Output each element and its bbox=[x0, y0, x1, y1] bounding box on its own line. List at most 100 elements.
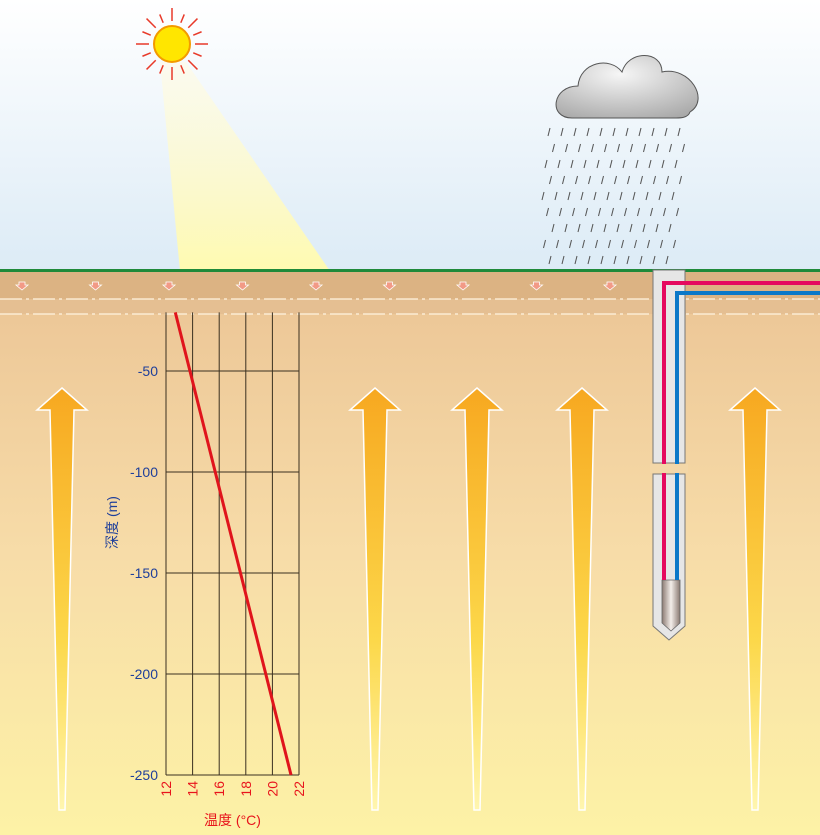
raindrop bbox=[621, 239, 624, 249]
x-axis-label: 温度 (°C) bbox=[204, 812, 261, 828]
y-tick-label: -200 bbox=[130, 666, 158, 682]
raindrop bbox=[638, 127, 642, 137]
y-tick-label: -100 bbox=[130, 464, 158, 480]
raindrop bbox=[643, 143, 646, 153]
raindrop bbox=[651, 127, 655, 137]
heat-up-arrow-icon bbox=[728, 387, 782, 811]
down-arrow-icon bbox=[308, 281, 324, 291]
raindrop bbox=[661, 159, 665, 169]
borehole bbox=[650, 269, 820, 641]
raindrop bbox=[552, 143, 555, 153]
raindrop bbox=[573, 127, 577, 137]
sun-icon bbox=[136, 8, 208, 80]
raindrop bbox=[613, 255, 617, 265]
raindrop bbox=[577, 223, 581, 233]
raindrop bbox=[635, 159, 639, 169]
down-arrow-icon bbox=[529, 281, 544, 291]
raindrop bbox=[583, 159, 587, 169]
raindrop bbox=[544, 159, 548, 169]
raindrop bbox=[677, 127, 681, 137]
y-axis-label: 深度 (m) bbox=[104, 496, 120, 549]
raindrop bbox=[546, 207, 549, 217]
raindrop bbox=[561, 255, 565, 265]
x-tick-label: 18 bbox=[238, 781, 254, 797]
raindrop bbox=[617, 143, 620, 153]
raindrop bbox=[674, 159, 678, 169]
raindrop bbox=[560, 127, 564, 137]
sunlight-beam bbox=[160, 62, 330, 271]
raindrop bbox=[664, 127, 668, 137]
raindrop bbox=[595, 239, 598, 249]
raindrop bbox=[655, 223, 659, 233]
raindrop bbox=[575, 175, 578, 185]
raindrop bbox=[624, 207, 627, 217]
raindrop bbox=[564, 223, 568, 233]
x-tick-label: 22 bbox=[291, 781, 307, 797]
raindrop bbox=[608, 239, 611, 249]
sun-ray bbox=[187, 18, 198, 29]
raindrop bbox=[614, 175, 617, 185]
raindrop bbox=[603, 223, 607, 233]
raindrop bbox=[585, 207, 588, 217]
raindrop bbox=[547, 127, 551, 137]
raindrop bbox=[593, 191, 597, 201]
raindrop bbox=[598, 207, 601, 217]
raindrop bbox=[562, 175, 565, 185]
raindrop bbox=[551, 223, 555, 233]
cold-pipe bbox=[675, 291, 820, 580]
raindrop bbox=[625, 127, 629, 137]
sun-ray bbox=[159, 14, 164, 24]
raindrop bbox=[627, 175, 630, 185]
down-arrow-icon bbox=[602, 281, 618, 291]
raindrop bbox=[559, 207, 562, 217]
heat-up-arrow-icon bbox=[555, 387, 609, 811]
sun-ray bbox=[159, 64, 164, 74]
sun-ray bbox=[142, 52, 152, 57]
raindrop bbox=[599, 127, 603, 137]
rain-icon bbox=[541, 127, 685, 265]
geothermal-heat-arrows bbox=[35, 387, 782, 811]
raindrop bbox=[556, 239, 559, 249]
raindrop bbox=[642, 223, 646, 233]
raindrop bbox=[569, 239, 572, 249]
raindrop bbox=[634, 239, 637, 249]
raindrop bbox=[606, 191, 610, 201]
raindrop bbox=[637, 207, 640, 217]
down-arrow-icon bbox=[235, 281, 250, 291]
heat-up-arrow-icon bbox=[450, 387, 504, 811]
raindrop bbox=[612, 127, 616, 137]
raindrop bbox=[582, 239, 585, 249]
down-arrow-icon bbox=[161, 281, 177, 291]
raindrop bbox=[656, 143, 659, 153]
raindrop bbox=[658, 191, 662, 201]
soil-band bbox=[0, 299, 820, 314]
raindrop bbox=[622, 159, 626, 169]
raindrop bbox=[682, 143, 685, 153]
raindrop bbox=[668, 223, 672, 233]
raindrop bbox=[671, 191, 675, 201]
raindrop bbox=[600, 255, 604, 265]
sun-ray bbox=[180, 64, 185, 74]
down-arrow-icon bbox=[88, 281, 103, 291]
raindrop bbox=[653, 175, 656, 185]
raindrop bbox=[640, 175, 643, 185]
raindrop bbox=[591, 143, 594, 153]
infiltration-markers bbox=[14, 281, 618, 291]
heat-up-arrow-icon bbox=[35, 387, 89, 811]
raindrop bbox=[543, 239, 546, 249]
soil bbox=[0, 271, 820, 835]
raindrop bbox=[666, 175, 669, 185]
temperature-line bbox=[173, 312, 293, 776]
raindrop bbox=[665, 255, 669, 265]
raindrop bbox=[587, 255, 591, 265]
down-arrow-icon bbox=[382, 281, 397, 291]
raindrop bbox=[570, 159, 574, 169]
raindrop bbox=[580, 191, 584, 201]
raindrop bbox=[541, 191, 545, 201]
x-tick-label: 20 bbox=[264, 781, 280, 797]
raindrop bbox=[567, 191, 571, 201]
raindrop bbox=[596, 159, 600, 169]
raindrop bbox=[588, 175, 591, 185]
raindrop bbox=[660, 239, 663, 249]
sun-ray bbox=[192, 31, 202, 36]
